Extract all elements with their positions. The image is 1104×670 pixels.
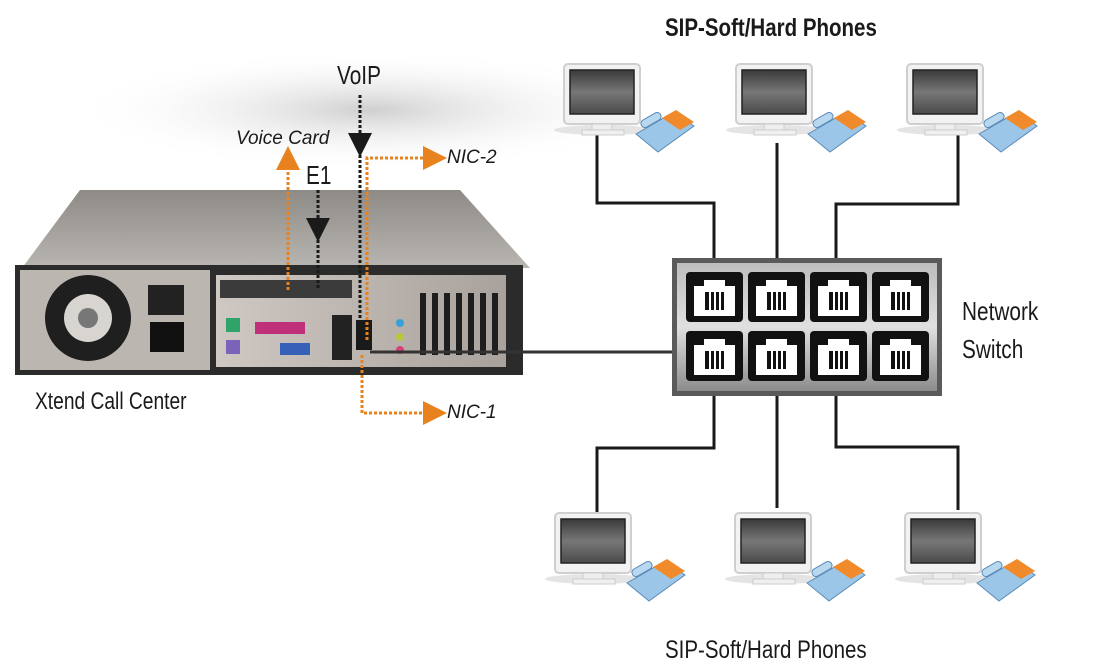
voip-label: VoIP	[337, 60, 381, 90]
link-nic2	[365, 146, 447, 340]
monitor-icon	[726, 63, 826, 136]
parallel-port-icon	[255, 322, 305, 334]
e1-label: E1	[306, 160, 332, 190]
monitor-icon	[725, 512, 825, 585]
expansion-slots	[220, 280, 352, 298]
workstations	[545, 63, 1038, 602]
background-glow	[70, 50, 670, 170]
workstation	[895, 512, 1036, 602]
monitor-icon	[545, 512, 645, 585]
desk-phone-icon	[806, 559, 866, 602]
switch-ports	[686, 272, 929, 381]
ps2-port-icon	[226, 318, 240, 332]
usb-ports-icon	[332, 315, 352, 360]
rj45-port-icon	[686, 331, 743, 381]
workstation	[545, 512, 686, 602]
workstation	[726, 63, 867, 153]
switch-label-line1: Network	[962, 296, 1039, 326]
desk-phone-icon	[807, 110, 867, 153]
workstation	[554, 63, 695, 153]
power-switch-icon	[148, 285, 184, 315]
server-chassis	[15, 190, 530, 375]
rj45-port-icon	[872, 272, 929, 322]
rj45-port-icon	[686, 272, 743, 322]
vga-port-icon	[280, 343, 310, 355]
desk-phone-icon	[626, 559, 686, 602]
voice-card-label: Voice Card	[236, 128, 330, 149]
power-socket-icon	[150, 322, 184, 352]
rj45-port-icon	[810, 331, 867, 381]
ps2-port-icon	[226, 340, 240, 354]
monitor-icon	[554, 63, 654, 136]
vent-grille	[420, 293, 498, 355]
top-group-title: SIP-Soft/Hard Phones	[665, 14, 877, 42]
workstation	[897, 63, 1038, 153]
rj45-port-icon	[748, 272, 805, 322]
switch-label-line2: Switch	[962, 334, 1024, 364]
monitor-icon	[897, 63, 997, 136]
bottom-group-title: SIP-Soft/Hard Phones	[665, 636, 867, 664]
link-nic1	[360, 355, 447, 425]
nic1-label: NIC-1	[447, 402, 497, 423]
rj45-port-icon	[810, 272, 867, 322]
lan-ports-icon	[356, 320, 372, 350]
rj45-port-icon	[872, 331, 929, 381]
desk-phone-icon	[978, 110, 1038, 153]
nic2-label: NIC-2	[447, 147, 497, 168]
server-label: Xtend Call Center	[35, 388, 187, 415]
desk-phone-icon	[976, 559, 1036, 602]
rj45-port-icon	[748, 331, 805, 381]
workstation	[725, 512, 866, 602]
monitor-icon	[895, 512, 995, 585]
desk-phone-icon	[635, 110, 695, 153]
